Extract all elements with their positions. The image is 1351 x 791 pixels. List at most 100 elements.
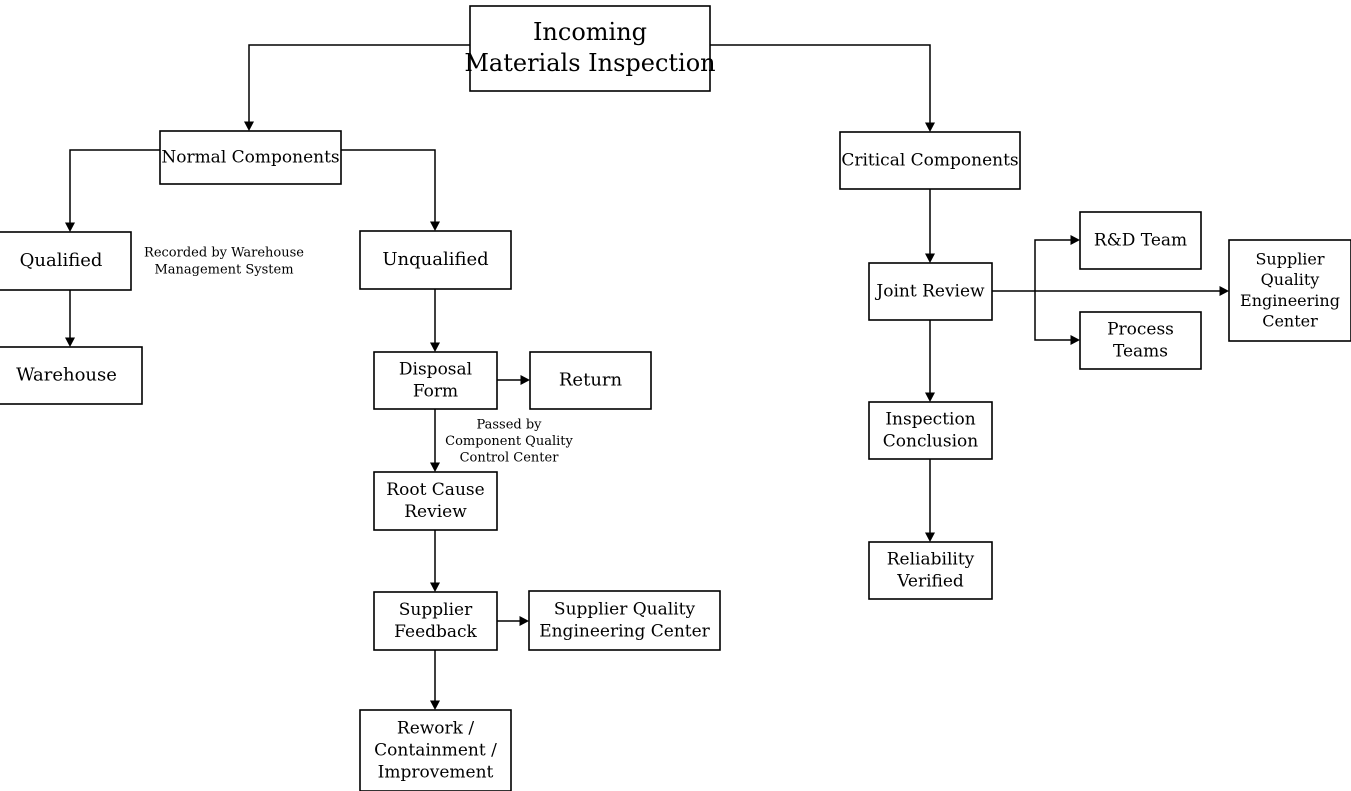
node-label: Warehouse [16,365,117,386]
edge-line [1034,291,1071,341]
node-label: Return [559,370,623,391]
arrow-head-icon [430,700,440,710]
edge-label-line: Recorded by Warehouse [144,245,304,260]
edge-label-line: Management System [154,262,293,277]
node-box[interactable] [1228,239,1351,342]
edge-edge-qualified-to-warehouse [65,290,75,347]
arrow-head-icon [925,532,935,542]
node-box[interactable] [868,401,993,460]
node-label-line: Supplier [399,599,473,619]
edge-edge-critical-to-joint-review [925,189,935,263]
node-label: Qualified [20,250,103,271]
node-box[interactable] [373,351,498,410]
node-label-line: Supplier [1255,249,1324,268]
node-box[interactable] [1079,211,1202,270]
node-rework-containment-improvement[interactable]: Rework /Containment /Improvement [359,709,512,791]
node-box[interactable] [0,231,132,291]
arrow-head-icon [65,337,75,347]
node-box[interactable] [359,709,512,791]
edge-label-line: Component Quality [445,434,573,449]
edge-edge-joint-review-to-sqec-right [992,286,1229,296]
node-rnd-team[interactable]: R&D Team [1079,211,1202,270]
edge-edge-joint-review-to-inspection-conclusion [925,320,935,402]
node-label-line: Critical Components [841,150,1018,170]
node-box[interactable] [529,351,652,410]
edge-line [1034,239,1071,291]
node-return[interactable]: Return [529,351,652,410]
node-label-line: Engineering [1240,290,1340,309]
node-label-line: Form [413,381,458,401]
node-label-line: Process [1107,319,1174,339]
node-unqualified[interactable]: Unqualified [359,230,512,290]
arrow-head-icon [519,616,529,626]
node-qualified[interactable]: Qualified [0,231,132,291]
node-label-line: Center [1262,311,1318,330]
arrow-head-icon [65,222,75,232]
edge-edge-joint-review-to-rnd-team [1034,235,1080,291]
node-label-line: Root Cause [386,479,484,499]
node-label: Critical Components [841,150,1018,170]
node-box[interactable] [839,131,1021,190]
node-label-line: Review [404,502,467,522]
edge-edge-inspection-conclusion-to-reliability [925,459,935,542]
node-box[interactable] [1079,311,1202,370]
node-label: R&D Team [1094,230,1187,250]
node-critical-components[interactable]: Critical Components [839,131,1021,190]
node-box[interactable] [868,262,993,321]
node-label-line: Unqualified [382,249,488,270]
node-box[interactable] [528,590,721,651]
edge-label-line: Passed by [476,417,542,432]
node-label-line: Qualified [20,250,103,271]
node-warehouse[interactable]: Warehouse [0,346,143,405]
arrow-head-icon [1070,235,1080,245]
edge-edge-supplier-feedback-to-rework [430,650,440,710]
node-normal-components[interactable]: Normal Components [159,130,342,185]
edge-edge-joint-review-to-process-teams [1034,291,1080,345]
node-box[interactable] [868,541,993,600]
node-box[interactable] [359,230,512,290]
arrow-head-icon [925,122,935,132]
node-label-line: Teams [1113,341,1168,361]
node-box[interactable] [159,130,342,185]
node-box[interactable] [373,591,498,651]
node-box[interactable] [373,471,498,531]
node-label-line: Joint Review [874,281,985,301]
node-label-line: Feedback [394,622,477,642]
node-joint-review[interactable]: Joint Review [868,262,993,321]
arrow-head-icon [520,375,530,385]
node-label-line: Verified [896,571,964,591]
node-label-line: Disposal [399,359,472,379]
node-label-line: Inspection [885,409,975,429]
arrow-head-icon [925,392,935,402]
arrow-head-icon [430,462,440,472]
node-box[interactable] [0,346,143,405]
node-label-line: Containment / [374,740,497,760]
arrow-head-icon [430,221,440,231]
node-label-line: Quality [1261,270,1320,289]
node-label-line: Improvement [378,762,494,782]
node-label-line: R&D Team [1094,230,1187,250]
node-label: Normal Components [161,147,339,167]
node-box[interactable] [469,5,711,92]
node-label-line: Return [559,370,623,391]
edge-label-line: Control Center [460,450,560,465]
